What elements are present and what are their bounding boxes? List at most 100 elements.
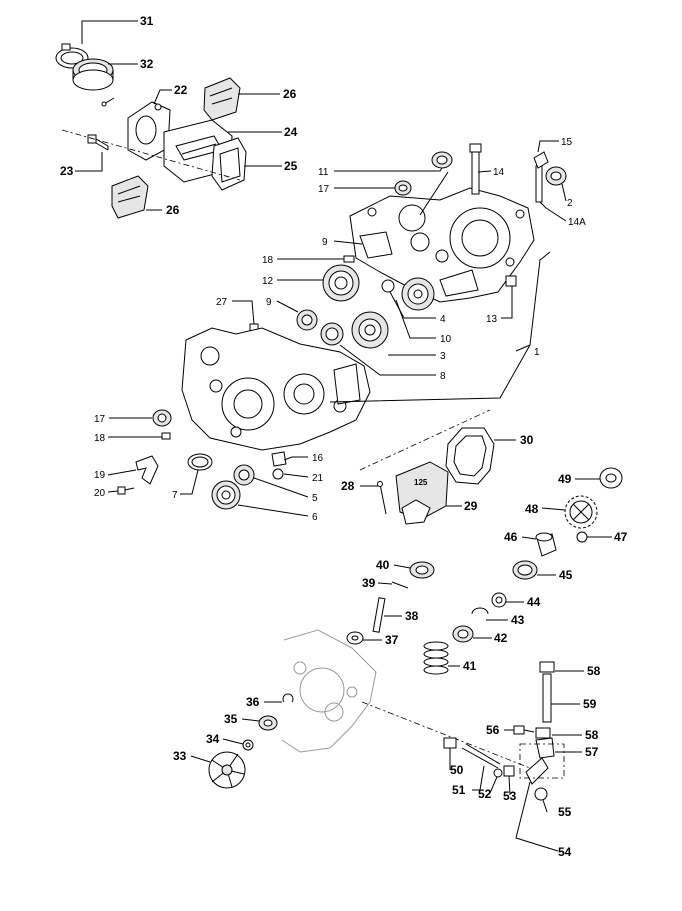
label-3: 3 [440,351,446,362]
part-pin-18b [161,432,171,440]
part-gasket-30 [445,427,495,485]
part-pin-39 [391,581,409,589]
part-washer-37 [346,631,364,645]
part-impeller-33 [208,751,246,789]
part-nut-58b [535,727,551,739]
cover-stamp: 125 [414,478,428,487]
label-9a: 9 [322,237,328,248]
label-22: 22 [174,83,188,97]
part-nut-34 [242,739,254,751]
label-18a: 18 [262,255,274,266]
part-seal-35 [258,715,278,731]
part-rod-59 [542,673,552,723]
part-gear-48 [564,495,598,529]
part-reed-petal-26a [203,77,241,121]
part-number-labels: 31 32 22 26 24 23 25 26 15 11 14 17 2 14… [60,14,628,859]
label-27: 27 [216,297,228,308]
part-bush-17a [394,180,412,196]
part-nut-58a [539,661,555,673]
label-25: 25 [284,159,298,173]
label-10: 10 [440,334,452,345]
label-54: 54 [558,845,572,859]
label-13: 13 [486,314,498,325]
label-26a: 26 [283,87,297,101]
part-washer-52 [493,768,503,778]
part-manifold-32 [72,58,114,91]
part-nipple-13 [505,275,517,287]
label-23: 23 [60,164,74,178]
label-2: 2 [567,198,573,209]
label-26b: 26 [166,203,180,217]
leader-lines [75,20,612,852]
label-55: 55 [558,805,572,819]
part-bearing-6 [211,480,241,510]
part-seal-42 [452,625,474,643]
part-circlip-36 [282,693,294,703]
part-bolt-23 [87,134,109,151]
part-spacer-53 [503,765,515,777]
part-seal-10 [320,322,344,346]
label-29: 29 [464,499,478,513]
part-reed-petal-26b [111,175,149,219]
label-14: 14 [493,167,505,178]
part-bush-49 [599,467,623,489]
label-47: 47 [614,530,628,544]
label-42: 42 [494,631,508,645]
label-8: 8 [440,371,446,382]
label-1: 1 [534,347,540,358]
part-clamp-31 [55,43,89,69]
part-spring-41 [423,641,449,675]
label-53: 53 [503,789,517,803]
part-screw-28 [377,481,387,515]
part-seal-9b [296,309,318,331]
crankcase-left-half [181,327,371,451]
part-bush-17b [152,409,172,427]
label-51: 51 [452,783,466,797]
part-bush-50 [443,737,457,749]
label-57: 57 [585,745,599,759]
label-44: 44 [527,595,541,609]
part-seal-45 [512,560,538,580]
label-5: 5 [312,493,318,504]
label-41: 41 [463,659,477,673]
part-seal-11 [431,151,453,169]
part-reed-housing-22 [127,101,171,161]
part-stud-14 [469,143,482,195]
part-clip-7 [187,453,213,471]
label-31: 31 [140,14,154,28]
part-plug-21 [272,468,284,480]
label-11: 11 [318,167,329,178]
label-17a: 17 [318,184,330,195]
part-ball-47 [576,531,588,543]
part-cap-15 [533,151,549,169]
label-59: 59 [583,697,597,711]
label-46: 46 [504,530,518,544]
part-sensor-16 [271,451,287,467]
label-58a: 58 [587,664,601,678]
label-9b: 9 [266,297,272,308]
label-45: 45 [559,568,573,582]
label-48: 48 [525,502,539,516]
label-33: 33 [173,749,187,763]
part-screw-20 [117,486,135,495]
part-pin-18a [343,255,355,263]
part-shaft-51 [461,743,501,769]
part-lever-54 [525,757,549,785]
part-clamp-57 [535,737,555,759]
label-36: 36 [246,695,260,709]
label-58b: 58 [585,728,599,742]
label-49: 49 [558,472,572,486]
label-28: 28 [341,479,355,493]
part-stud-14a [535,165,543,203]
part-nut-55 [534,787,548,801]
label-15: 15 [561,137,573,148]
part-bearing-4 [401,277,435,311]
crankcase-right-half [349,187,535,303]
part-shaft-38 [372,597,386,633]
part-cover-29: 125 [395,461,449,525]
label-32: 32 [140,57,154,71]
label-4: 4 [440,314,446,325]
label-14a: 14A [568,217,586,228]
